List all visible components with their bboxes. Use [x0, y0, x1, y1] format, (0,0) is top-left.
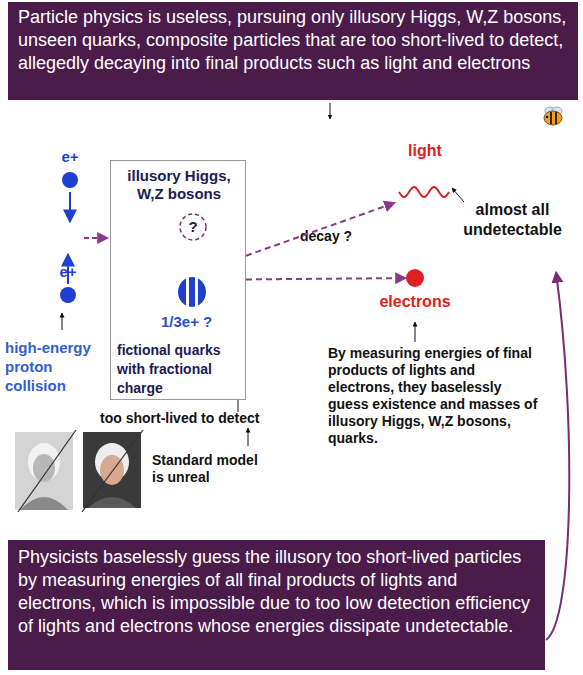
- quark-body: [178, 277, 206, 307]
- strike-line: [18, 430, 76, 512]
- question-mark: ?: [179, 218, 207, 235]
- positron-circle-outline: [62, 172, 78, 188]
- bee-stripe: [555, 112, 557, 124]
- product-label: light: [400, 142, 450, 160]
- banner-text: Particle physics is useless, pursuing on…: [18, 6, 570, 75]
- box-heading: illusory Higgs, W,Z bosons: [115, 167, 243, 203]
- charge-label: 1/3e+ ?: [161, 313, 241, 330]
- portrait-photo: [83, 432, 141, 508]
- caption-label: Standard model is unreal: [152, 452, 262, 486]
- photo-hair: [95, 443, 129, 481]
- photo-face: [33, 454, 55, 482]
- leader-arrow: [415, 322, 416, 342]
- leader-arrow: [62, 313, 63, 330]
- quark-symbol: [178, 276, 206, 308]
- photo-shoulders: [88, 497, 136, 508]
- hypothetical-particles-box: illusory Higgs, W,Z bosons 1/3e+ ? fiction…: [110, 160, 246, 400]
- photo-hair: [28, 443, 60, 481]
- bee-wing: [552, 107, 562, 115]
- explanation-note: By measuring energies of final products …: [328, 345, 538, 447]
- photo-face: [100, 455, 124, 485]
- bee-wing: [545, 107, 555, 115]
- light-wave-outline: [395, 178, 455, 206]
- decay-arrow: [246, 278, 406, 279]
- box-note: fictional quarks with fractional charge: [117, 341, 245, 398]
- light-wave: light: [395, 178, 455, 206]
- decay-arrow: [246, 203, 395, 256]
- particle-label: e+: [53, 263, 83, 280]
- caption-label: high-energy proton collision: [5, 338, 100, 395]
- positron-circle: e+: [60, 287, 76, 303]
- quark-gap: [195, 276, 198, 308]
- portrait-photo: [15, 432, 73, 510]
- higgs-dashed-circle: ?: [179, 213, 207, 241]
- electron-circle-outline: [406, 269, 424, 287]
- photo-shoulders: [20, 497, 68, 510]
- positron-circle-outline: [60, 287, 76, 303]
- photo-background: [83, 432, 141, 508]
- callout-label: almost all undetectable: [455, 200, 570, 240]
- leader-arrow: [330, 103, 331, 119]
- electron-circle: electrons: [406, 269, 424, 287]
- particle-label: e+: [55, 148, 85, 165]
- photo-background: [15, 432, 73, 510]
- bee-stripe: [550, 112, 552, 124]
- wave-symbol: [399, 187, 449, 197]
- dashed-circle: [180, 214, 206, 240]
- headline-banner: Particle physics is useless, pursuing on…: [8, 2, 578, 100]
- particle-dot: [60, 287, 76, 303]
- bee-body: [544, 111, 562, 125]
- bee-icon: [544, 107, 562, 125]
- banner-text: Physicists baselessly guess the illusory…: [18, 546, 538, 638]
- strike-line: [82, 430, 143, 512]
- quark-gap: [186, 276, 189, 308]
- decay-label: decay ?: [300, 228, 370, 245]
- particle-dot: [62, 172, 78, 188]
- conclusion-banner: Physicists baselessly guess the illusory…: [8, 540, 545, 670]
- collision-to-box-arrow: [84, 237, 108, 239]
- product-label: electrons: [370, 293, 460, 311]
- leader-arrow: [248, 428, 249, 446]
- collision-arrow: [69, 192, 71, 222]
- leader-arrow: [452, 188, 464, 202]
- particle-dot: [406, 269, 424, 287]
- caption-label: too short-lived to detect: [100, 410, 300, 427]
- bee-eye: [546, 116, 548, 118]
- curved-arrow: [546, 272, 569, 640]
- positron-circle: e+: [62, 172, 78, 188]
